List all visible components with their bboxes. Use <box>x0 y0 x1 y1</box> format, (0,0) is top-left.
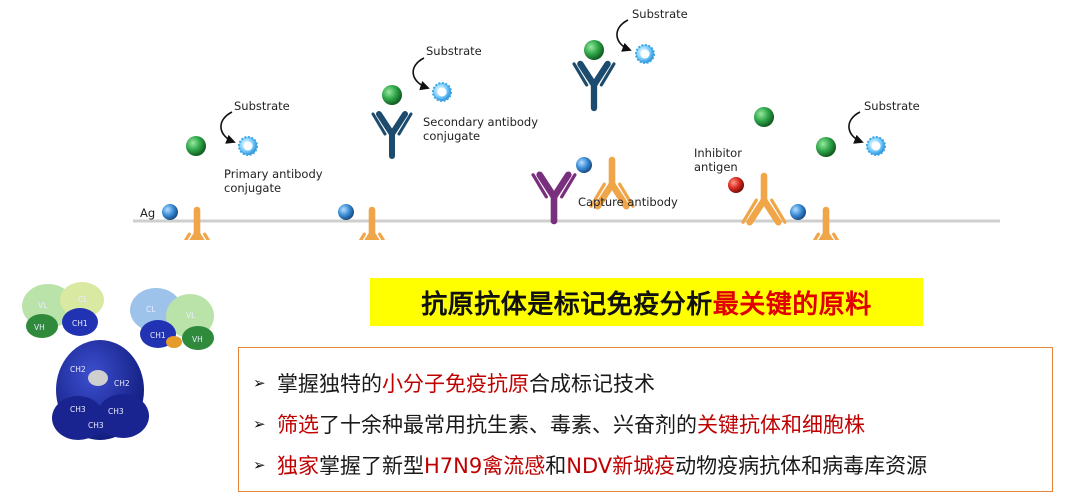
substrate-arrow <box>848 111 864 144</box>
label-ag: Ag <box>140 206 155 220</box>
point-3-part-a: 独家 <box>277 453 319 478</box>
point-1-part-c: 合成标记技术 <box>529 371 655 396</box>
primary-antibody <box>351 210 393 240</box>
substrate <box>866 136 886 156</box>
substrate-arrow <box>616 19 632 52</box>
headline-banner: 抗原抗体是标记免疫分析最关键的原料 <box>370 278 923 326</box>
antigen <box>790 204 806 220</box>
substrate <box>635 44 655 64</box>
enzyme <box>754 107 774 127</box>
headline-black-text: 抗原抗体是标记免疫分析 <box>421 289 713 320</box>
label-substrate: Substrate <box>632 7 688 21</box>
label-primary-line1: Primary antibody <box>224 167 323 181</box>
enzyme <box>382 85 402 105</box>
panel-direct: Ag Substrate Primary antibody conjugate <box>140 99 323 240</box>
label-vl: VL <box>38 301 48 310</box>
label-ch2: CH2 <box>114 379 130 388</box>
point-2-part-b: 了十余种最常用抗生素、毒素、兴奋剂的 <box>319 412 697 437</box>
label-ch2: CH2 <box>70 365 86 374</box>
carbohydrate <box>88 370 108 386</box>
secondary-antibody <box>574 64 614 108</box>
capture-antibody <box>533 175 575 221</box>
label-vh: VH <box>192 335 203 344</box>
label-ch3: CH3 <box>70 405 86 414</box>
point-3-part-c: H7N9禽流感 <box>424 453 546 478</box>
antibody <box>743 176 785 222</box>
label-ch1: CH1 <box>72 319 88 328</box>
enzyme <box>186 136 206 156</box>
point-1: ➢ 掌握独特的小分子免疫抗原合成标记技术 <box>253 362 1052 403</box>
label-inhibitor-line2: antigen <box>694 160 738 174</box>
antibody-structure-image: VL CL VH CH1 CL VL CH1 VH CH2 CH2 CH3 CH… <box>22 282 214 440</box>
point-1-part-a: 掌握独特的 <box>277 371 382 396</box>
label-vl: VL <box>186 311 196 320</box>
inhibitor-antigen <box>728 177 744 193</box>
antigen <box>162 204 178 220</box>
substrate <box>238 136 258 156</box>
label-capture: Capture antibody <box>578 195 678 209</box>
headline-red-text: 最关键的原料 <box>712 289 872 320</box>
enzyme <box>584 40 604 60</box>
antibody <box>805 210 847 240</box>
bullet-arrow-icon: ➢ <box>253 373 266 392</box>
bullet-arrow-icon: ➢ <box>253 455 266 474</box>
point-3-part-e: NDV新城疫 <box>566 453 676 478</box>
substrate-arrow <box>220 111 236 144</box>
point-2-part-a: 筛选 <box>277 412 319 437</box>
substrate <box>432 82 452 102</box>
label-substrate: Substrate <box>426 44 482 58</box>
point-2-part-c: 关键抗体和细胞株 <box>697 412 865 437</box>
secondary-antibody <box>373 114 411 156</box>
label-primary-line2: conjugate <box>224 181 281 195</box>
label-inhibitor-line1: Inhibitor <box>694 146 742 160</box>
substrate-arrow <box>412 57 430 91</box>
label-vh: VH <box>34 323 45 332</box>
point-3-part-b: 掌握了新型 <box>319 453 424 478</box>
point-3-part-d: 和 <box>545 453 567 478</box>
enzyme <box>816 137 836 157</box>
point-1-part-b: 小分子免疫抗原 <box>382 371 529 396</box>
label-substrate: Substrate <box>864 99 920 113</box>
antigen <box>338 204 354 220</box>
antigen <box>576 157 592 173</box>
panel-competitive: Inhibitor antigen Substrate <box>694 99 920 240</box>
label-secondary-line1: Secondary antibody <box>423 115 538 129</box>
label-cl: CL <box>146 305 156 314</box>
key-points-box: ➢ 掌握独特的小分子免疫抗原合成标记技术 ➢ 筛选了十余种最常用抗生素、毒素、兴… <box>238 347 1053 492</box>
point-2: ➢ 筛选了十余种最常用抗生素、毒素、兴奋剂的关键抗体和细胞株 <box>253 403 1052 444</box>
label-secondary-line2: conjugate <box>423 129 480 143</box>
label-ch3: CH3 <box>108 407 124 416</box>
panel-sandwich: Substrate Capture antibody <box>533 7 688 221</box>
label-ch3: CH3 <box>88 421 104 430</box>
point-3-part-f: 动物疫病抗体和病毒库资源 <box>675 453 928 478</box>
label-cl: CL <box>78 295 88 304</box>
bullet-arrow-icon: ➢ <box>253 414 266 433</box>
label-substrate: Substrate <box>234 99 290 113</box>
primary-antibody <box>176 210 218 240</box>
panel-indirect: Substrate Secondary antibody conjugate <box>338 44 538 240</box>
label-ch1: CH1 <box>150 331 166 340</box>
elisa-diagram: Ag Substrate Primary antibody conjugate … <box>133 7 1000 240</box>
